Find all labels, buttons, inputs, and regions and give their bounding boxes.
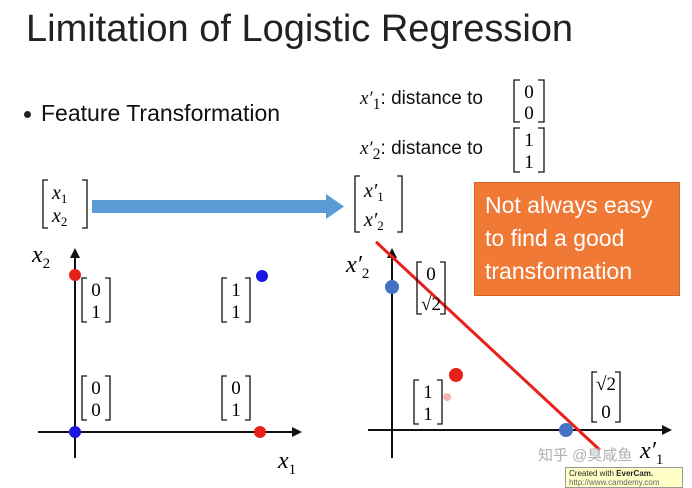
right-point-2-label-top: √2 — [596, 374, 616, 395]
definition-2: x′2: distance to — [360, 138, 483, 164]
definition-2-vector: 1 1 — [513, 127, 545, 173]
transform-arrow-shaft — [92, 200, 328, 213]
definition-2-var: x′ — [360, 138, 373, 159]
callout-line-1: Not always easy — [485, 192, 653, 218]
left-point-2-label-bottom: 1 — [231, 302, 241, 323]
callout-line-3: transformation — [485, 258, 633, 284]
slide-title: Limitation of Logistic Regression — [26, 8, 574, 50]
left-point-3-label: 01 — [81, 277, 111, 323]
right-point-3-label-bottom: 1 — [423, 404, 433, 425]
right-point-3-label: 11 — [413, 379, 443, 425]
definition-1-text: : distance to — [380, 88, 483, 109]
right-x-label: x′1 — [639, 438, 663, 468]
left-point-4-label-top: 0 — [231, 378, 241, 399]
bullet-item: Feature Transformation — [24, 100, 280, 127]
left-point-2 — [256, 270, 268, 282]
definition-2-sub: 2 — [372, 145, 381, 163]
right-point-1-label-top: 0 — [426, 264, 436, 285]
input-vector: x1 x2 — [42, 179, 88, 229]
left-x-label: x1 — [277, 448, 296, 478]
watermark: 知乎 @臭咸鱼 — [538, 447, 633, 464]
cursor-highlight — [443, 393, 451, 401]
definition-1-vec-bottom: 0 — [524, 103, 534, 124]
left-y-label: x2 — [31, 242, 50, 272]
output-vec-1: x′1 — [363, 180, 384, 204]
right-point-2-label-bottom: 0 — [601, 402, 611, 423]
left-point-3 — [69, 269, 81, 281]
left-point-4 — [254, 426, 266, 438]
left-point-2-label: 11 — [221, 277, 251, 323]
callout-box: Not always easy to find a good transform… — [474, 182, 680, 296]
right-point-2 — [559, 423, 573, 437]
evercam-brand: EverCam. — [616, 469, 654, 478]
callout-line-2: to find a good — [485, 225, 625, 251]
right-point-2-label: √20 — [591, 371, 621, 423]
left-point-3-label-top: 0 — [91, 280, 101, 301]
left-point-3-label-bottom: 1 — [91, 302, 101, 323]
transform-arrow-head-icon — [326, 194, 344, 219]
bullet-text: Feature Transformation — [41, 100, 281, 126]
input-vec-1: x1 — [51, 182, 67, 206]
left-point-1 — [69, 426, 81, 438]
right-point-3-label-top: 1 — [423, 382, 433, 403]
input-vec-2: x2 — [51, 205, 67, 229]
output-vector: x′1 x′2 — [354, 175, 403, 233]
right-point-1-label-bottom: √2 — [421, 294, 441, 315]
left-point-1-label-bottom: 0 — [91, 400, 101, 421]
evercam-badge[interactable]: Created with EverCam. http://www.camdemy… — [565, 467, 683, 488]
definition-2-vec-bottom: 1 — [524, 152, 534, 173]
decision-boundary-line — [374, 240, 601, 452]
definition-1-vector: 0 0 — [513, 79, 545, 124]
definition-2-text: : distance to — [380, 138, 483, 159]
definition-2-vec-top: 1 — [524, 130, 534, 151]
definition-1-sub: 1 — [372, 95, 381, 113]
right-point-3 — [449, 368, 463, 382]
definition-1-vec-top: 0 — [524, 82, 534, 103]
right-point-1-label: 0√2 — [416, 261, 446, 315]
right-y-label: x′2 — [345, 252, 369, 282]
evercam-url: http://www.camdemy.com — [569, 478, 660, 487]
evercam-line1: Created with — [569, 469, 614, 478]
left-point-1-label: 00 — [81, 375, 111, 421]
left-point-4-label-bottom: 1 — [231, 400, 241, 421]
definition-1: x′1: distance to — [360, 88, 483, 114]
definition-1-var: x′ — [360, 88, 373, 109]
left-point-2-label-top: 1 — [231, 280, 241, 301]
bullet-dot-icon — [24, 111, 31, 119]
right-point-1 — [385, 280, 399, 294]
output-vec-2: x′2 — [363, 209, 384, 233]
left-point-4-label: 01 — [221, 375, 251, 421]
left-point-1-label-top: 0 — [91, 378, 101, 399]
